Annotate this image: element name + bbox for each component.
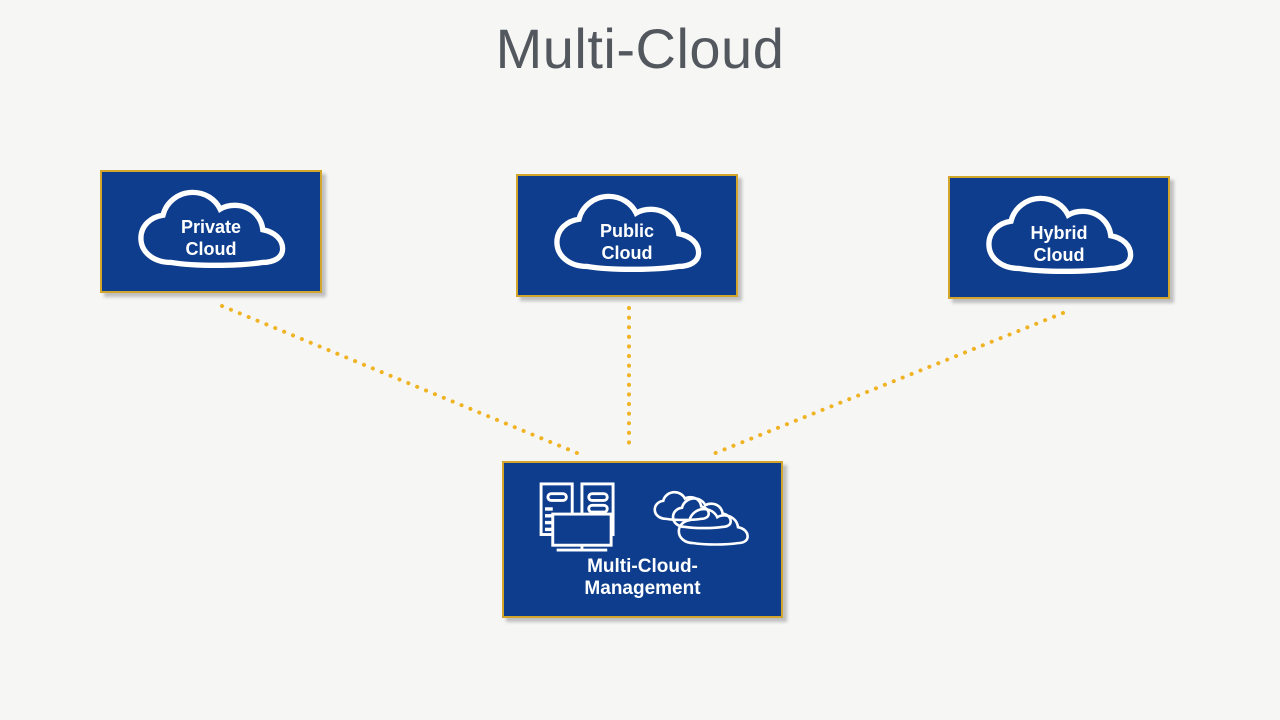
cloud-outline-icon	[986, 195, 1134, 274]
label-line-1: Hybrid	[1030, 222, 1088, 243]
label-line-2: Management	[584, 578, 701, 599]
label-line-2: Cloud	[1033, 244, 1085, 265]
hybrid-cloud-label: Hybrid Cloud	[950, 178, 1168, 297]
public-cloud-box: Public Cloud	[516, 174, 738, 297]
management-label: Multi-Cloud- Management	[504, 556, 781, 600]
cloud-outline-icon	[554, 193, 702, 272]
private-cloud-label: Private Cloud	[102, 172, 320, 291]
label-line-1: Private	[180, 216, 242, 237]
overlapping-clouds-icon	[652, 490, 749, 546]
label-line-2: Cloud	[185, 238, 237, 259]
label-line-1: Multi-Cloud-	[587, 556, 698, 577]
hybrid-cloud-box: Hybrid Cloud	[948, 176, 1170, 299]
private-cloud-box: Private Cloud	[100, 170, 322, 293]
label-line-2: Cloud	[601, 242, 653, 263]
multi-cloud-management-box: Multi-Cloud- Management	[502, 461, 783, 618]
public-cloud-label: Public Cloud	[518, 176, 736, 295]
management-icons	[504, 481, 781, 553]
cloud-outline-icon	[138, 189, 286, 268]
label-line-1: Public	[599, 220, 654, 241]
connector-private-to-management	[220, 304, 579, 455]
page-title: Multi-Cloud	[495, 17, 785, 80]
connector-hybrid-to-management	[711, 311, 1065, 456]
servers-monitor-icon	[539, 482, 615, 552]
